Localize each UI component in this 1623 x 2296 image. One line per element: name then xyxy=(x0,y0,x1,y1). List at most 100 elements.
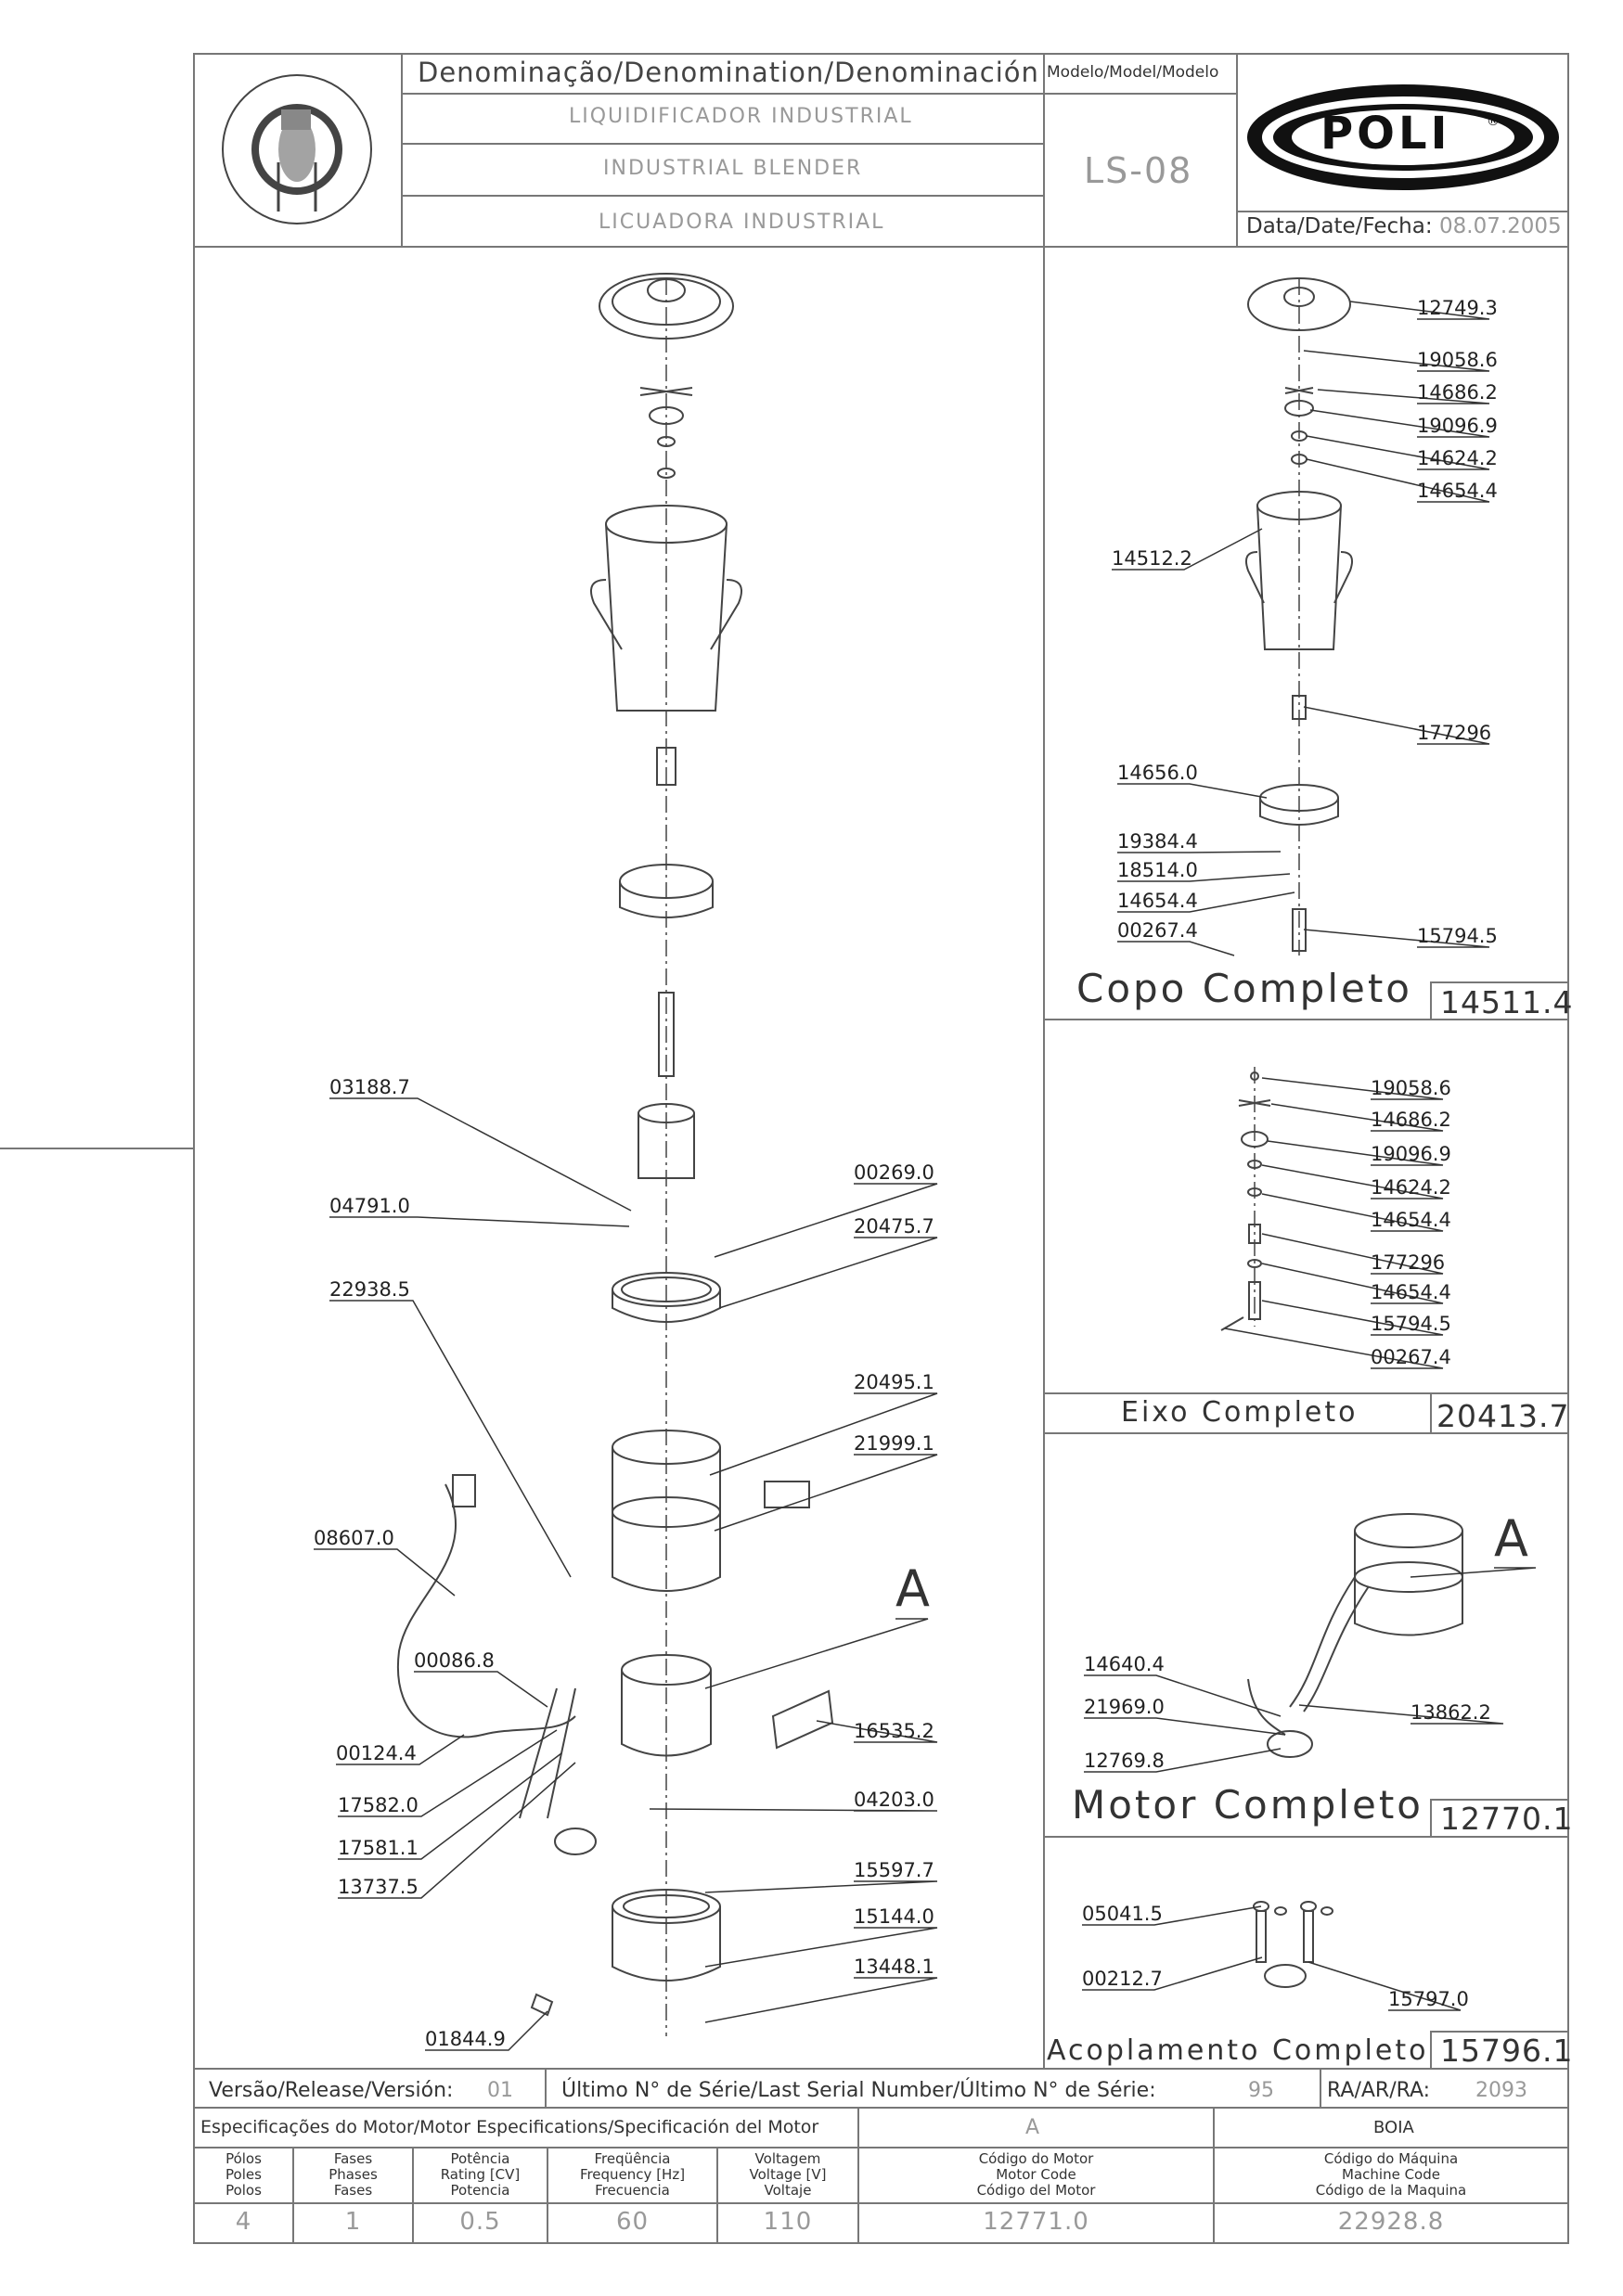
copo-part-00267-4: 00267.4 xyxy=(1117,919,1198,942)
name-spanish: LICUADORA INDUSTRIAL xyxy=(599,211,885,234)
copo-part-19058-6: 19058.6 xyxy=(1417,349,1498,371)
date-label: Data/Date/Fecha: xyxy=(1246,214,1433,238)
leader-line xyxy=(718,1237,938,1309)
spec-header-poles-3: Polos xyxy=(225,2182,262,2199)
motor-spec-value: A xyxy=(1025,2116,1040,2139)
callout-04203-0: 04203.0 xyxy=(854,1789,934,1811)
leader-line xyxy=(1349,301,1490,320)
spec-header-frequency-1: Freqüência xyxy=(594,2150,671,2167)
copo-part-14654-4b: 14654.4 xyxy=(1117,890,1198,912)
leader-line xyxy=(1082,1956,1263,1991)
assistance-badge-logo xyxy=(222,74,372,224)
spec-header-voltage-3: Voltaje xyxy=(764,2182,812,2199)
leader-line xyxy=(714,1183,938,1258)
leader-line xyxy=(1303,350,1490,372)
leader-line xyxy=(414,1671,548,1708)
leader-line xyxy=(1224,1328,1444,1369)
motor-part-21969-0: 21969.0 xyxy=(1084,1696,1165,1718)
spec-header-phases-1: Fases xyxy=(333,2150,373,2167)
spec-value-rating: 0.5 xyxy=(459,2208,501,2236)
spec-value-machine-code: 22928.8 xyxy=(1337,2208,1445,2236)
leader-line xyxy=(704,1977,938,2023)
callout-04791-0: 04791.0 xyxy=(329,1195,410,1217)
callout-leader-lines xyxy=(314,301,1537,2051)
leader-line xyxy=(1261,1300,1444,1336)
leader-line xyxy=(1084,1748,1282,1773)
spec-header-voltage-1: Voltagem xyxy=(754,2150,821,2167)
motor-part-13862-2: 13862.2 xyxy=(1410,1701,1491,1724)
copo-part-14686-2: 14686.2 xyxy=(1417,381,1498,404)
leader-line xyxy=(1261,1077,1444,1100)
main-exploded-view xyxy=(396,273,834,2036)
spec-value-phases: 1 xyxy=(344,2208,362,2236)
spec-value-voltage: 110 xyxy=(763,2208,813,2236)
leader-line xyxy=(329,1300,572,1578)
name-portuguese: LIQUIDIFICADOR INDUSTRIAL xyxy=(569,105,913,128)
spec-value-motor-code: 12771.0 xyxy=(983,2208,1089,2236)
copo-part-14624-2: 14624.2 xyxy=(1417,447,1498,469)
leader-line xyxy=(1270,1103,1444,1132)
spec-header-poles-2: Poles xyxy=(225,2166,262,2183)
motor-spec-label: Especificações do Motor/Motor Especifica… xyxy=(200,2117,819,2137)
name-english: INDUSTRIAL BLENDER xyxy=(603,157,863,180)
leader-line xyxy=(1298,1704,1504,1725)
acoplamento-title: Acoplamento Completo xyxy=(1047,2034,1429,2067)
leader-line xyxy=(1267,1140,1444,1166)
eixo-part-19096-9: 19096.9 xyxy=(1371,1143,1451,1165)
leader-line xyxy=(1261,1193,1444,1232)
leader-line xyxy=(1117,891,1295,913)
leader-line xyxy=(425,2010,548,2051)
brand-registered-mark: ® xyxy=(1487,114,1500,129)
spec-header-machine-code-3: Código de la Maquina xyxy=(1315,2182,1467,2199)
eixo-code: 20413.7 xyxy=(1436,1398,1570,1434)
leader-line xyxy=(1117,873,1291,882)
spec-header-phases-2: Phases xyxy=(328,2166,378,2183)
copo-part-15794-5: 15794.5 xyxy=(1417,925,1498,947)
callout-00086-8: 00086.8 xyxy=(414,1649,495,1672)
leader-line xyxy=(704,1618,929,1689)
eixo-part-14624-2: 14624.2 xyxy=(1371,1176,1451,1199)
motor-assembly-view xyxy=(1247,1513,1463,1758)
leader-line xyxy=(1261,1233,1444,1275)
leader-line xyxy=(714,1454,938,1532)
spec-header-motor-code-2: Motor Code xyxy=(996,2166,1076,2183)
leader-line xyxy=(1303,929,1490,948)
copo-code: 14511.4 xyxy=(1440,984,1574,1020)
leader-line xyxy=(338,1762,576,1899)
leader-line xyxy=(1082,1905,1262,1926)
eixo-part-19058-6: 19058.6 xyxy=(1371,1077,1451,1099)
model-label: Modelo/Model/Modelo xyxy=(1047,63,1219,82)
eixo-title: Eixo Completo xyxy=(1121,1396,1359,1429)
callout-13737-5: 13737.5 xyxy=(338,1876,419,1898)
leader-line xyxy=(1117,851,1282,853)
copo-title: Copo Completo xyxy=(1076,966,1412,1011)
acoplamento-part-05041-5: 05041.5 xyxy=(1082,1903,1163,1925)
spec-header-poles-1: Pólos xyxy=(225,2150,262,2167)
boia-label: BOIA xyxy=(1373,2118,1414,2137)
copo-part-12749-3: 12749.3 xyxy=(1417,297,1498,319)
leader-line xyxy=(1117,783,1268,799)
leader-line xyxy=(1306,458,1490,503)
callout-13448-1: 13448.1 xyxy=(854,1956,934,1978)
eixo-part-177296: 177296 xyxy=(1371,1251,1446,1274)
leader-line xyxy=(1261,1263,1444,1304)
leader-line xyxy=(1317,389,1490,404)
motor-marker-a: A xyxy=(1494,1509,1528,1568)
leader-line xyxy=(329,1216,630,1227)
callout-21999-1: 21999.1 xyxy=(854,1432,934,1455)
brand-name: POLI xyxy=(1320,108,1451,160)
spec-header-motor-code-1: Código do Motor xyxy=(978,2150,1094,2167)
leader-line xyxy=(704,1880,938,1893)
spec-header-rating-3: Potencia xyxy=(450,2182,510,2199)
leader-line xyxy=(1306,435,1490,470)
model-value: LS-08 xyxy=(1084,150,1193,191)
leader-line xyxy=(1117,941,1235,956)
leader-line xyxy=(1410,1567,1537,1578)
acoplamento-code: 15796.1 xyxy=(1440,2033,1574,2069)
callout-00269-0: 00269.0 xyxy=(854,1161,934,1184)
spec-header-frequency-2: Frequency [Hz] xyxy=(579,2166,686,2183)
leader-line xyxy=(1084,1717,1286,1736)
eixo-part-00267-4: 00267.4 xyxy=(1371,1346,1451,1368)
callout-20475-7: 20475.7 xyxy=(854,1215,934,1238)
spec-header-rating-1: Potência xyxy=(450,2150,510,2167)
